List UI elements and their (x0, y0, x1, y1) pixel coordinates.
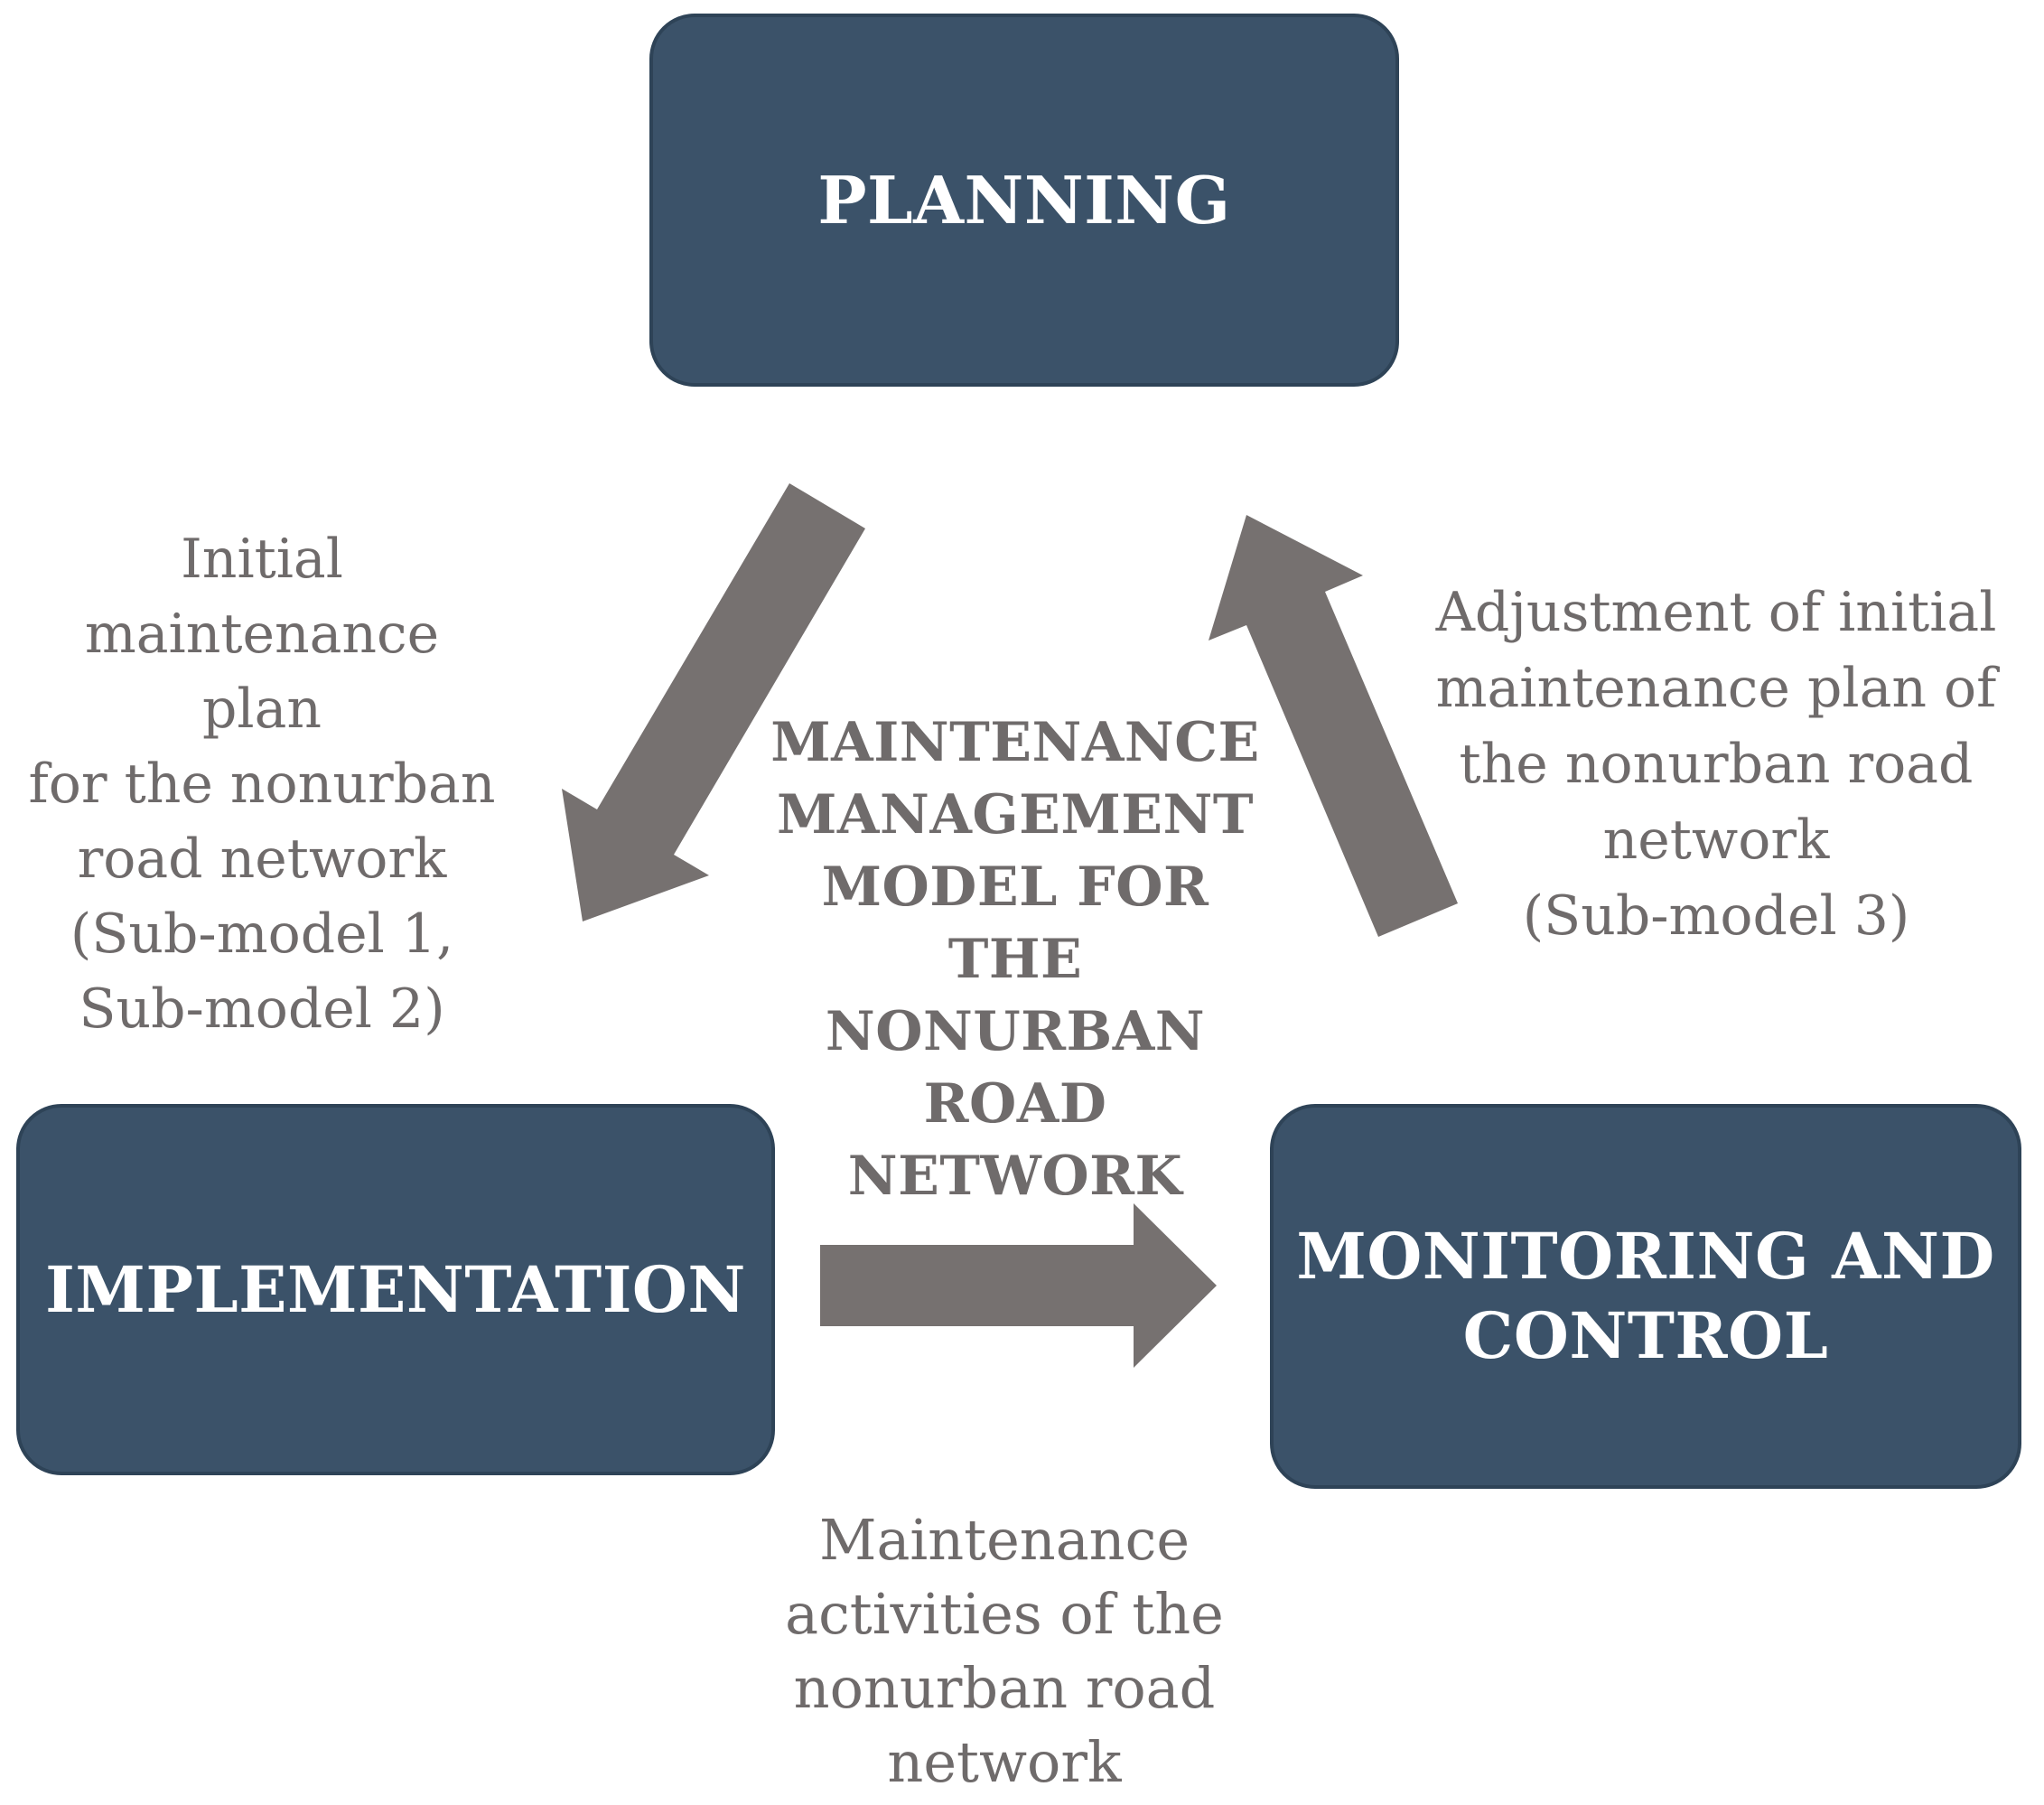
arrow-implementation-to-monitoring-icon (820, 1203, 1217, 1368)
center-title: MAINTENANCE MANAGEMENT MODEL FOR THE NON… (770, 711, 1260, 1208)
planning-node-label: PLANNING (817, 161, 1231, 238)
left-arrow-annotation: Initial maintenance plan for the nonurba… (28, 528, 496, 1041)
implementation-node-label: IMPLEMENTATION (45, 1251, 746, 1327)
arrow-monitoring-to-planning-icon (1209, 515, 1458, 937)
monitoring-and-control-node: MONITORING AND CONTROL (1270, 1104, 2021, 1489)
bottom-arrow-annotation: Maintenance activities of the nonurban r… (785, 1507, 1224, 1795)
right-arrow-annotation: Adjustment of initial maintenance plan o… (1435, 581, 1997, 948)
planning-node: PLANNING (649, 14, 1399, 387)
arrow-planning-to-implementation-icon (562, 483, 865, 921)
implementation-node: IMPLEMENTATION (16, 1104, 775, 1475)
monitoring-and-control-node-label: MONITORING AND CONTROL (1296, 1219, 1995, 1373)
